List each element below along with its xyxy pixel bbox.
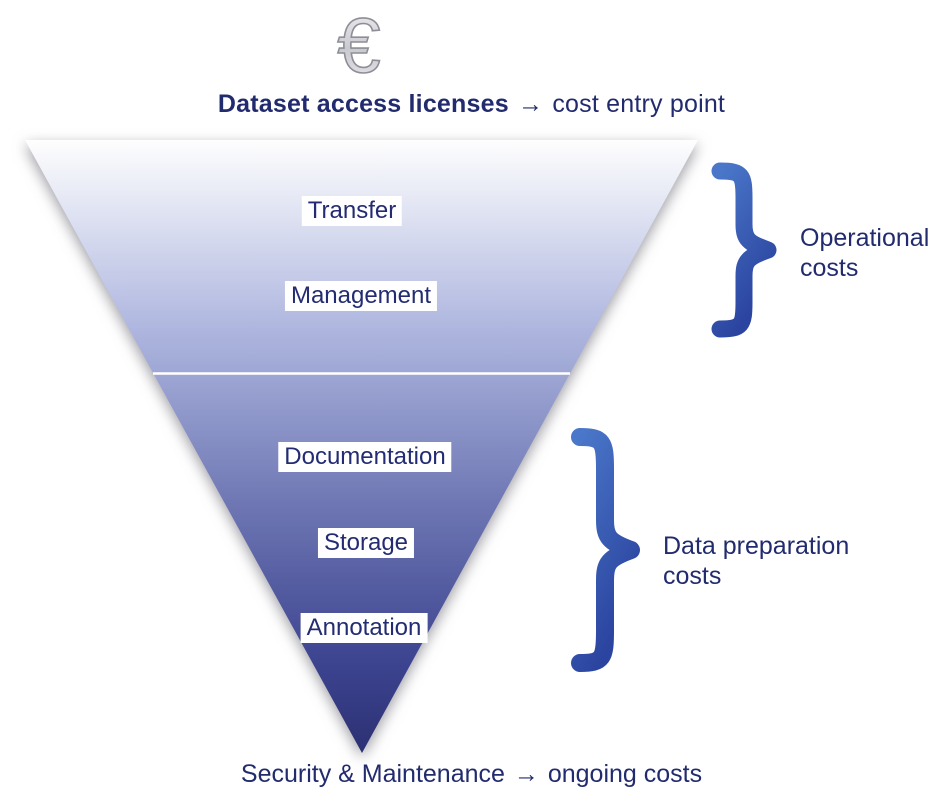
funnel-label-annotation: Annotation (300, 613, 428, 643)
euro-icon: € (337, 2, 382, 90)
funnel-label-management: Management (284, 281, 438, 311)
footer-arrow-icon: → (513, 760, 539, 788)
title-bold-text: Dataset access licenses (217, 90, 509, 118)
operational-costs-line2: costs (800, 254, 859, 282)
operational-costs-caption: Operational costs (800, 223, 929, 283)
funnel-label-transfer: Transfer (301, 196, 403, 226)
data-preparation-brace-icon (571, 428, 640, 672)
footer-rest-text: ongoing costs (547, 760, 703, 788)
data-preparation-costs-caption: Data preparation costs (663, 531, 849, 591)
funnel-label-documentation: Documentation (278, 442, 452, 472)
euro-symbol-text: € (337, 2, 380, 89)
operational-brace-icon (711, 162, 777, 338)
title-arrow-icon: → (517, 90, 544, 118)
footer-main-text: Security & Maintenance (240, 760, 505, 788)
diagram-title: Dataset access licenses → cost entry poi… (0, 90, 943, 119)
data-preparation-costs-line1: Data preparation (663, 532, 850, 560)
funnel-label-storage: Storage (317, 528, 415, 558)
title-rest-text: cost entry point (552, 90, 726, 118)
footer-caption: Security & Maintenance → ongoing costs (0, 760, 943, 789)
operational-costs-line1: Operational (800, 224, 930, 252)
data-preparation-costs-line2: costs (663, 562, 722, 590)
